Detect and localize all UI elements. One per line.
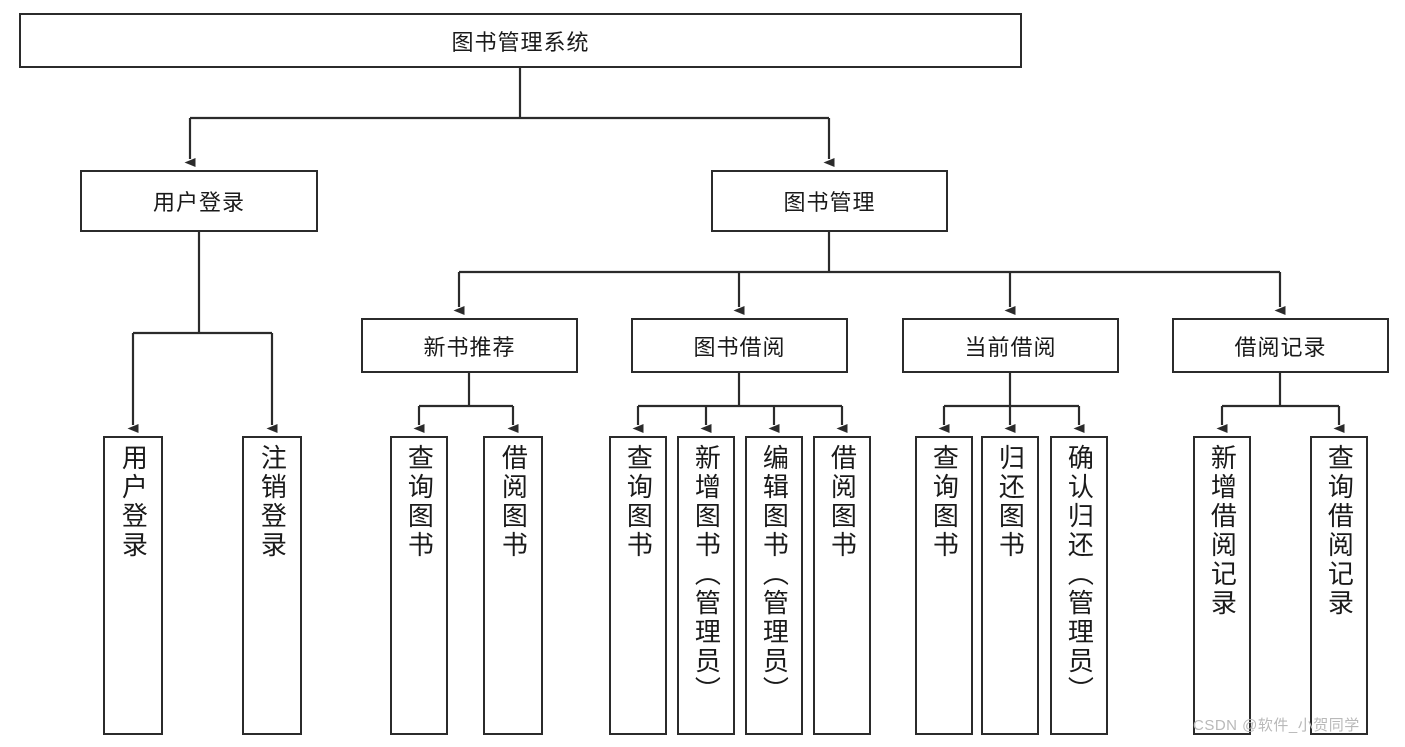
- leaf-borrow-book-1-label: 借阅图书: [498, 444, 529, 560]
- leaf-confirm-return[interactable]: 确认归还（管理员）: [1050, 436, 1108, 735]
- leaf-query-book-2[interactable]: 查询图书: [609, 436, 667, 735]
- node-borrow-record-label: 借阅记录: [1234, 334, 1327, 360]
- leaf-query-book-3-label: 查询图书: [929, 444, 960, 560]
- node-user-login[interactable]: 用户登录: [80, 170, 318, 232]
- leaf-query-book-2-label: 查询图书: [623, 444, 654, 560]
- leaf-add-book-label: 新增图书（管理员）: [691, 444, 722, 705]
- node-new-book-rec[interactable]: 新书推荐: [361, 318, 578, 373]
- leaf-borrow-book-2[interactable]: 借阅图书: [813, 436, 871, 735]
- watermark: CSDN @软件_小贺同学: [1193, 717, 1360, 734]
- node-book-manage[interactable]: 图书管理: [711, 170, 948, 232]
- node-current-borrow[interactable]: 当前借阅: [902, 318, 1119, 373]
- node-book-borrow[interactable]: 图书借阅: [631, 318, 848, 373]
- leaf-add-record[interactable]: 新增借阅记录: [1193, 436, 1251, 735]
- leaf-edit-book[interactable]: 编辑图书（管理员）: [745, 436, 803, 735]
- leaf-edit-book-label: 编辑图书（管理员）: [759, 444, 790, 705]
- leaf-user-login[interactable]: 用户登录: [103, 436, 163, 735]
- leaf-query-record-label: 查询借阅记录: [1324, 444, 1355, 618]
- node-book-borrow-label: 图书借阅: [693, 334, 786, 360]
- leaf-query-record[interactable]: 查询借阅记录: [1310, 436, 1368, 735]
- node-user-login-label: 用户登录: [152, 190, 245, 215]
- leaf-logout-label: 注销登录: [257, 444, 288, 560]
- leaf-add-book[interactable]: 新增图书（管理员）: [677, 436, 735, 735]
- leaf-query-book-1[interactable]: 查询图书: [390, 436, 448, 735]
- node-root-label: 图书管理系统: [451, 29, 590, 55]
- node-borrow-record[interactable]: 借阅记录: [1172, 318, 1389, 373]
- leaf-query-book-3[interactable]: 查询图书: [915, 436, 973, 735]
- leaf-borrow-book-1[interactable]: 借阅图书: [483, 436, 543, 735]
- node-book-manage-label: 图书管理: [783, 190, 876, 215]
- leaf-return-book-label: 归还图书: [995, 444, 1026, 560]
- node-current-borrow-label: 当前借阅: [964, 334, 1057, 360]
- leaf-return-book[interactable]: 归还图书: [981, 436, 1039, 735]
- leaf-logout[interactable]: 注销登录: [242, 436, 302, 735]
- leaf-borrow-book-2-label: 借阅图书: [827, 444, 858, 560]
- node-root[interactable]: 图书管理系统: [19, 13, 1022, 68]
- leaf-add-record-label: 新增借阅记录: [1207, 444, 1238, 618]
- leaf-confirm-return-label: 确认归还（管理员）: [1064, 444, 1095, 705]
- leaf-user-login-label: 用户登录: [118, 444, 149, 560]
- leaf-query-book-1-label: 查询图书: [404, 444, 435, 560]
- node-new-book-rec-label: 新书推荐: [423, 334, 516, 360]
